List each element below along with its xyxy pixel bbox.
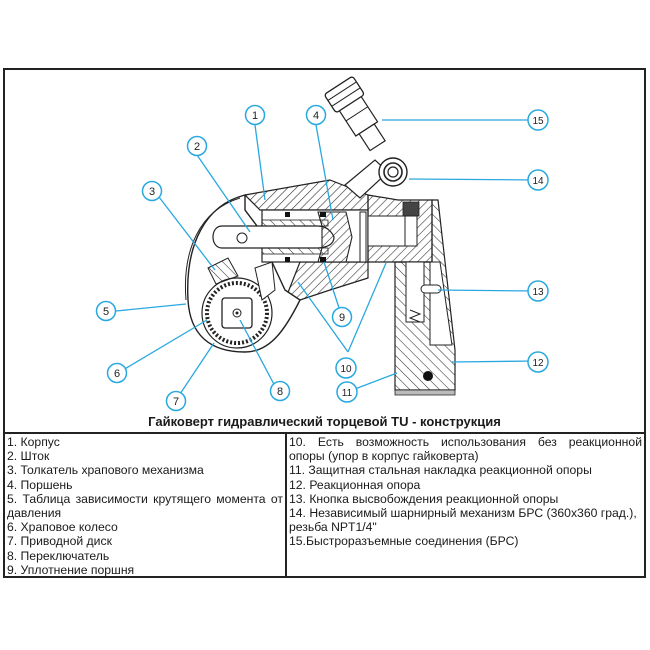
- svg-text:1: 1: [252, 110, 258, 122]
- legend-item: 8. Переключатель: [7, 548, 110, 563]
- svg-text:13: 13: [532, 287, 544, 298]
- leader-lines: [115, 119, 537, 401]
- coupler-assembly: [324, 76, 408, 199]
- legend-item: 13. Кнопка высвобождения реакционной опо…: [289, 491, 559, 506]
- ratchet-mechanism: [201, 257, 276, 349]
- svg-text:6: 6: [114, 368, 120, 380]
- reaction-arm: [394, 199, 456, 396]
- figure-frame: [3, 68, 646, 578]
- callout-1: 1: [244, 104, 266, 126]
- legend-item-continued: резьба NPT1/4": [289, 520, 377, 535]
- callout-13: 13: [527, 280, 549, 302]
- legend-item-continued: опоры (упор в корпус гайковерта): [289, 449, 479, 464]
- svg-text:14: 14: [532, 176, 544, 187]
- cylinder-assembly: [212, 209, 369, 263]
- callout-5: 5: [95, 300, 117, 322]
- parts-legend-table: 1. Корпус 2. Шток 3. Толкатель храпового…: [5, 432, 644, 578]
- svg-text:11: 11: [342, 388, 353, 399]
- svg-text:5: 5: [103, 306, 109, 318]
- callout-12: 12: [527, 351, 549, 373]
- callout-7: 7: [165, 390, 187, 412]
- svg-text:3: 3: [149, 186, 155, 198]
- figure-title: Гайковерт гидравлический торцевой TU - к…: [148, 414, 501, 429]
- legend-item: 5. Таблица зависимости крутящего момента…: [7, 491, 283, 506]
- callout-11: 11: [336, 381, 358, 403]
- callout-10: 10: [335, 357, 357, 379]
- legend-item: 6. Храповое колесо: [7, 520, 118, 535]
- legend-column-right: 10. Есть возможность использования без р…: [287, 434, 644, 578]
- legend-item: 7. Приводной диск: [7, 534, 112, 549]
- svg-text:15: 15: [532, 116, 544, 127]
- svg-text:8: 8: [277, 386, 283, 398]
- legend-item: 3. Толкатель храпового механизма: [7, 463, 204, 478]
- callout-15: 15: [527, 109, 549, 131]
- legend-item-continued: давления: [7, 506, 62, 521]
- rear-block: [367, 194, 433, 263]
- svg-text:7: 7: [173, 396, 179, 408]
- legend-item: 14. Независимый шарнирный механизм БРС (…: [289, 506, 637, 521]
- legend-item: 11. Защитная стальная накладка реакционн…: [289, 463, 592, 478]
- svg-text:4: 4: [313, 110, 319, 122]
- svg-text:12: 12: [532, 358, 544, 369]
- legend-item: 9. Уплотнение поршня: [7, 562, 135, 577]
- legend-item: 1. Корпус: [7, 435, 60, 449]
- callout-14: 14: [527, 169, 549, 191]
- svg-text:2: 2: [194, 141, 200, 153]
- legend-column-left: 1. Корпус 2. Шток 3. Толкатель храпового…: [5, 434, 287, 578]
- callout-6: 6: [106, 362, 128, 384]
- callout-9: 9: [331, 306, 353, 328]
- callout-4: 4: [305, 104, 327, 126]
- legend-item: 4. Поршень: [7, 477, 73, 492]
- callout-8: 8: [269, 380, 291, 402]
- legend-item: 15.Быстроразъемные соединения (БРС): [289, 534, 519, 549]
- legend-item: 2. Шток: [7, 449, 50, 464]
- callout-2: 2: [186, 135, 208, 157]
- svg-text:9: 9: [339, 312, 345, 324]
- wrench-cross-section-diagram: 1 2 3 4 5 6 7 8 9 10 11 12 13 14 15: [95, 76, 549, 412]
- svg-text:10: 10: [340, 364, 352, 375]
- legend-item: 12. Реакционная опора: [289, 477, 421, 492]
- legend-item: 10. Есть возможность использования без р…: [289, 435, 642, 449]
- callout-3: 3: [141, 180, 163, 202]
- callout-circles: 1 2 3 4 5 6 7 8 9 10 11 12 13 14 15: [95, 104, 549, 412]
